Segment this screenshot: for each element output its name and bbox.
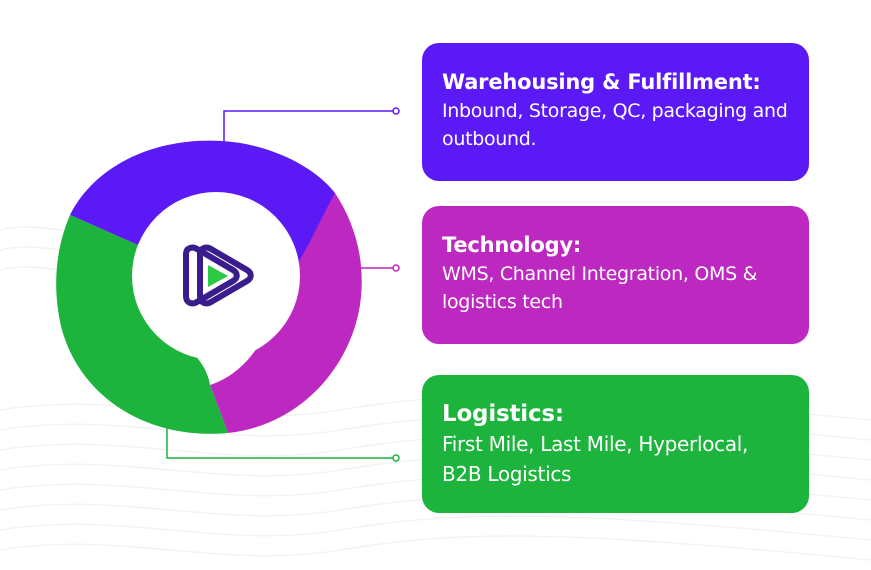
connector-dot-warehousing [392, 107, 400, 115]
card-warehousing: Warehousing & Fulfillment: Inbound, Stor… [422, 43, 809, 181]
card-body: Inbound, Storage, QC, packaging and outb… [442, 100, 788, 150]
card-title: Logistics: [442, 401, 564, 427]
card-body: First Mile, Last Mile, Hyperlocal, B2B L… [442, 432, 749, 486]
connector-logistics [166, 420, 396, 459]
play-logo-icon [183, 244, 254, 307]
card-title: Technology: [442, 233, 582, 257]
connector-warehousing [223, 110, 396, 152]
card-title: Warehousing & Fulfillment: [442, 70, 761, 94]
card-body: WMS, Channel Integration, OMS & logistic… [442, 263, 758, 313]
card-technology: Technology: WMS, Channel Integration, OM… [422, 206, 809, 344]
card-logistics: Logistics: First Mile, Last Mile, Hyperl… [422, 375, 809, 513]
connector-dot-technology [392, 264, 400, 272]
connector-dot-logistics [392, 454, 400, 462]
segment-logistics [56, 215, 228, 434]
